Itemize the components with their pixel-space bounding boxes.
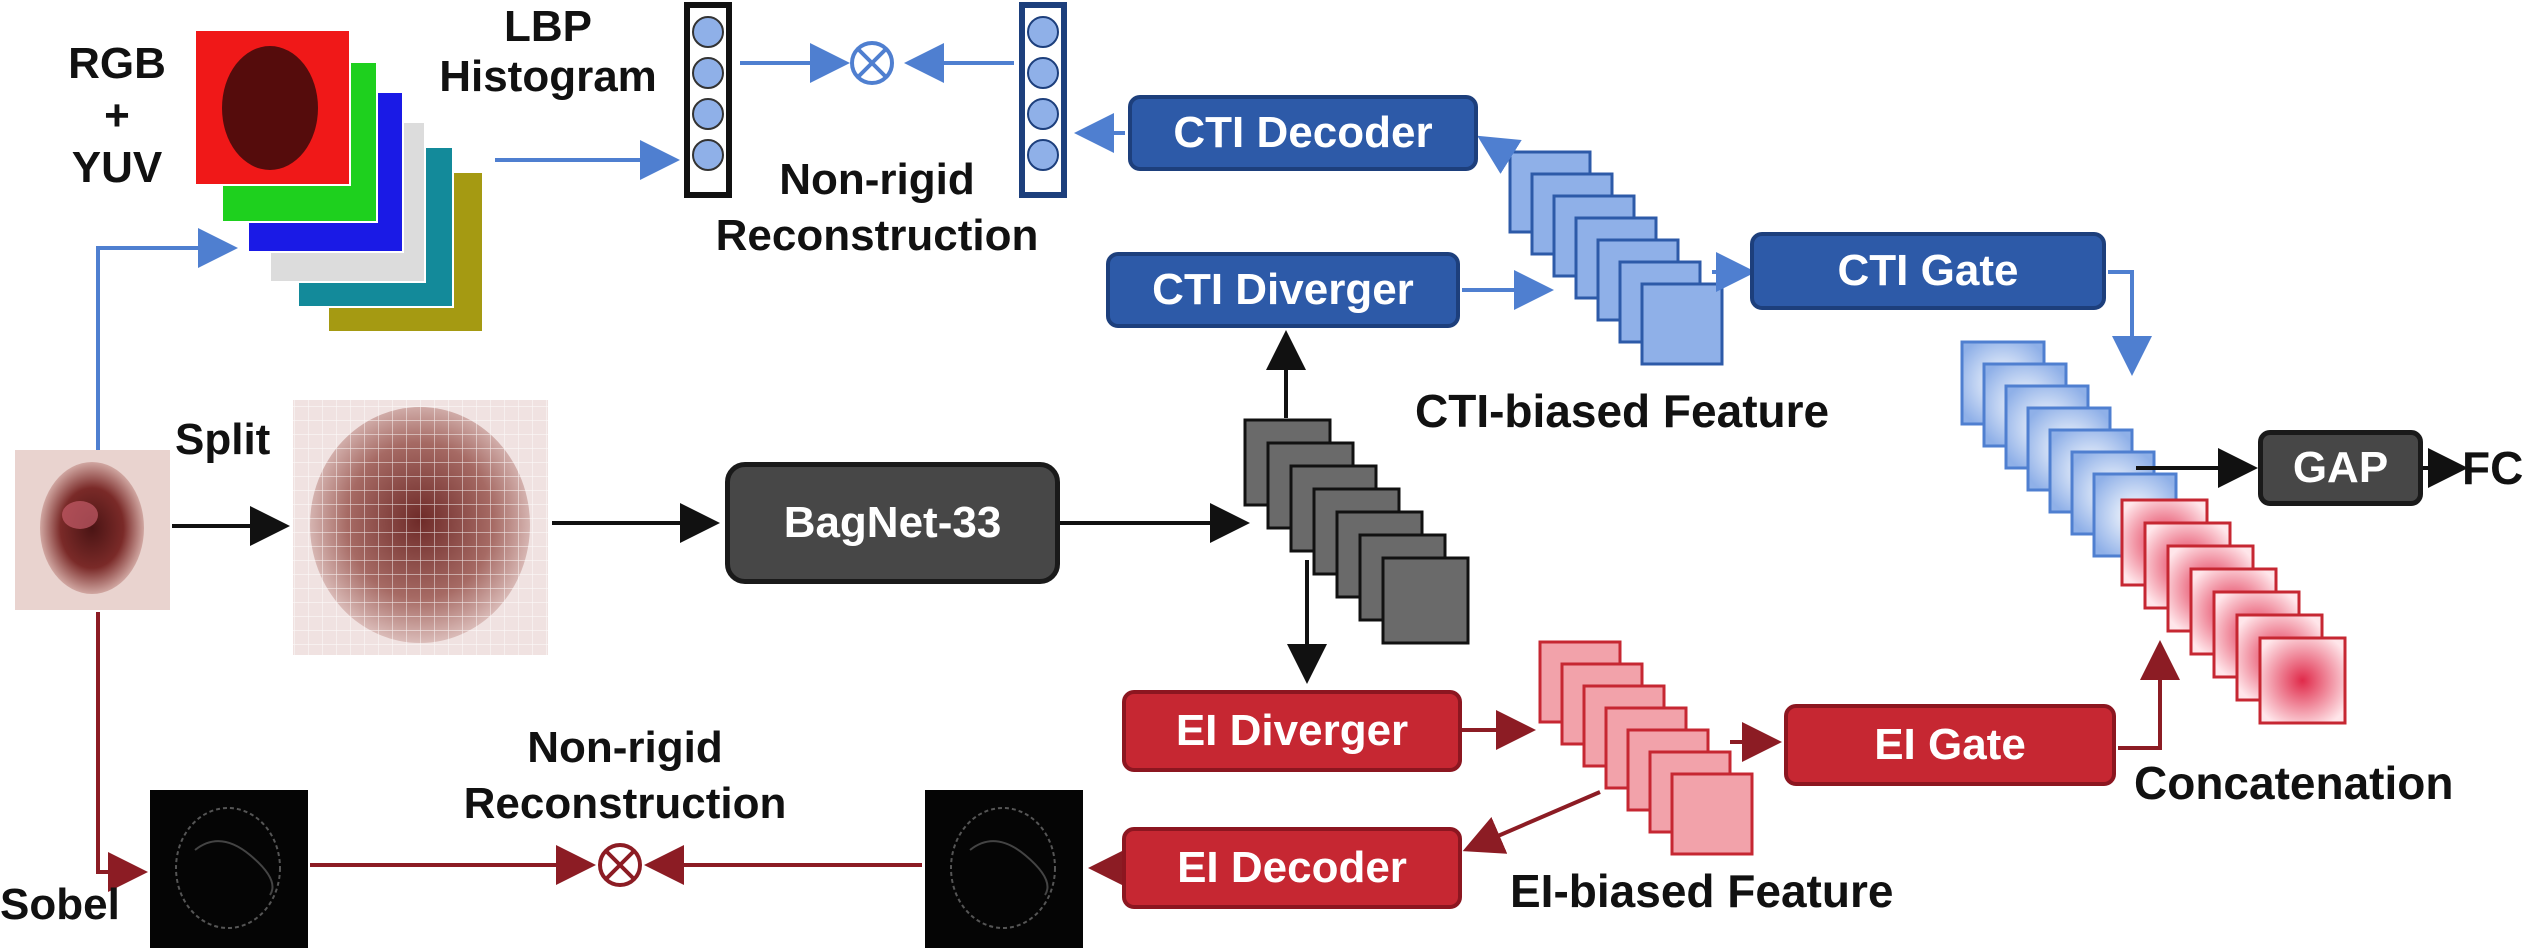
cti-decoder-block: CTI Decoder xyxy=(1128,95,1478,171)
sobel-image-reconstructed xyxy=(925,790,1083,948)
black-arrows xyxy=(172,330,2468,684)
bagnet-33-block: BagNet-33 xyxy=(725,462,1060,584)
gap-block: GAP xyxy=(2258,430,2423,506)
ei-gate-block: EI Gate xyxy=(1784,704,2116,786)
cti-reconstructed-vector xyxy=(1019,2,1067,198)
rgb-yuv-stack xyxy=(194,29,484,333)
nonrigid-reconstruction-bottom-label: Non-rigid Reconstruction xyxy=(463,723,787,828)
bagnet-feature-stack xyxy=(1243,418,1470,645)
lbp-histogram-label: LBP Histogram xyxy=(439,2,657,101)
cti-biased-feature-label: CTI-biased Feature xyxy=(1415,385,1830,437)
red-arrows xyxy=(96,612,2180,892)
ei-biased-feature-label: EI-biased Feature xyxy=(1510,865,1894,917)
split-label: Split xyxy=(175,415,271,464)
cti-gate-block: CTI Gate xyxy=(1750,232,2106,310)
concatenation-label: Concatenation xyxy=(2134,757,2454,809)
ei-biased-feature-stack xyxy=(1538,640,1754,856)
split-patch-image xyxy=(293,400,548,655)
cti-diverger-block: CTI Diverger xyxy=(1106,252,1460,328)
blue-arrows xyxy=(96,43,2152,450)
multiply-icon-bottom xyxy=(598,843,642,887)
sobel-label: Sobel xyxy=(0,880,120,929)
fc-label: FC xyxy=(2462,442,2524,494)
ei-decoder-block: EI Decoder xyxy=(1122,827,1462,909)
nonrigid-reconstruction-top-label: Non-rigid Reconstruction xyxy=(715,155,1039,260)
sobel-image-input xyxy=(150,790,308,948)
multiply-icon-top xyxy=(850,41,894,85)
input-lesion-image xyxy=(15,450,170,610)
cti-biased-feature-stack xyxy=(1508,150,1724,366)
gated-ei-feature-stack xyxy=(2120,498,2347,725)
ei-diverger-block: EI Diverger xyxy=(1122,690,1462,772)
lbp-histogram-vector xyxy=(684,2,732,198)
rgb-yuv-label: RGB + YUV xyxy=(68,39,166,192)
